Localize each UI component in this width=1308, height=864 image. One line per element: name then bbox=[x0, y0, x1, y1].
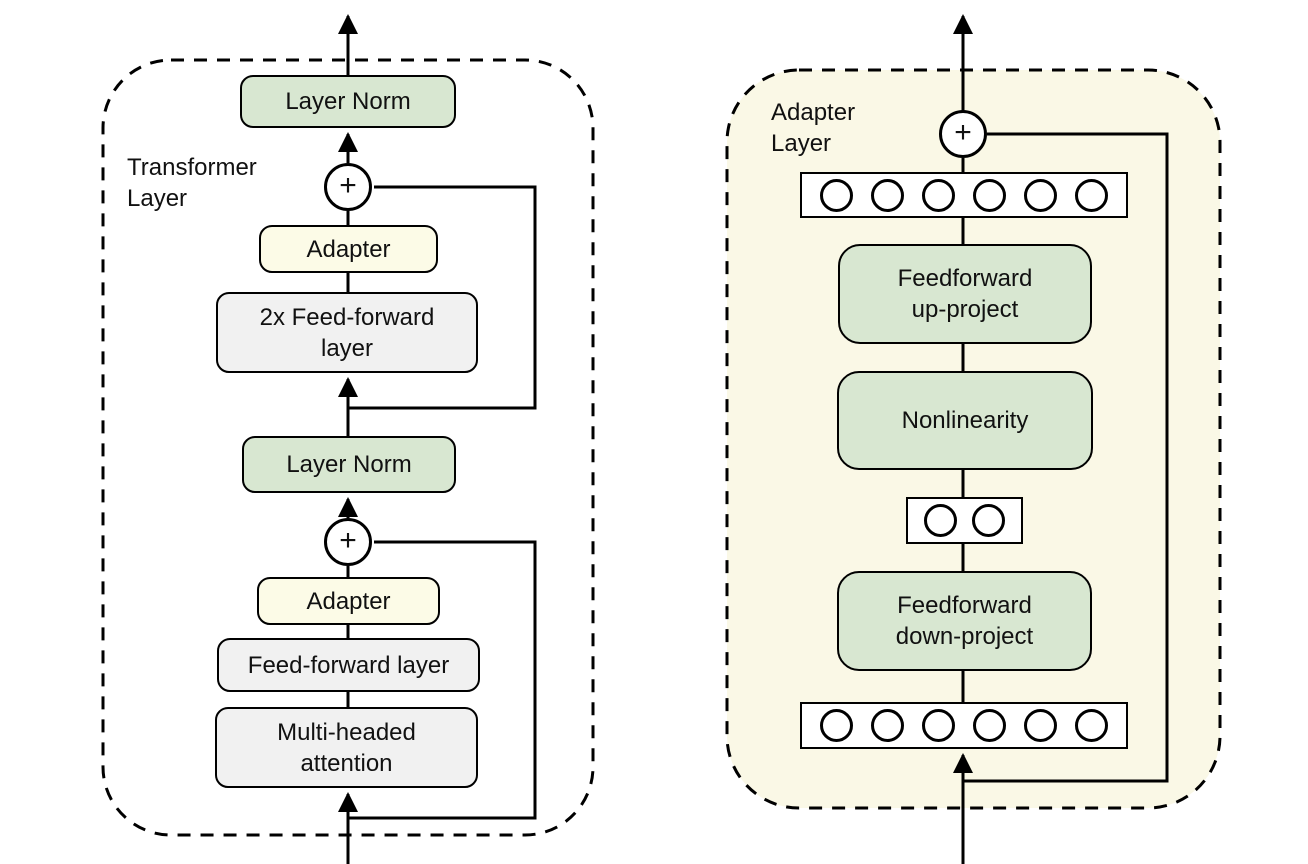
skip-connection-lower-left bbox=[348, 540, 537, 820]
plus-icon: + bbox=[339, 169, 357, 202]
add-node-upper-left: + bbox=[324, 163, 372, 211]
feature-node-circle bbox=[973, 178, 1006, 212]
feedforward-down-project-box: Feedforward down-project bbox=[837, 571, 1092, 671]
feature-node-circle bbox=[1075, 709, 1108, 742]
feedforward-up-project-box: Feedforward up-project bbox=[838, 244, 1092, 344]
adapter-bottom-box: Adapter bbox=[257, 577, 440, 625]
feature-node-circle bbox=[1075, 178, 1108, 212]
feature-node-circle bbox=[972, 504, 1006, 537]
feature-node-circle bbox=[922, 178, 955, 212]
feature-node-circle bbox=[1024, 178, 1057, 212]
feature-node-circle bbox=[922, 709, 955, 742]
feature-node-circle bbox=[973, 709, 1006, 742]
multi-headed-attention-box: Multi-headed attention bbox=[215, 707, 478, 788]
skip-connection-upper-left bbox=[348, 185, 537, 410]
layer-norm-top-box: Layer Norm bbox=[240, 75, 456, 128]
feature-node-circle bbox=[871, 178, 904, 212]
feature-row-top bbox=[800, 172, 1128, 218]
bottleneck-row bbox=[906, 497, 1023, 544]
plus-icon: + bbox=[954, 116, 972, 149]
feature-row-bottom bbox=[800, 702, 1128, 749]
layer-norm-bottom-box: Layer Norm bbox=[242, 436, 456, 493]
adapter-top-box: Adapter bbox=[259, 225, 438, 273]
plus-icon: + bbox=[339, 524, 357, 557]
feedforward-2x-box: 2x Feed-forward layer bbox=[216, 292, 478, 373]
add-node-adapter: + bbox=[939, 110, 987, 158]
nonlinearity-box: Nonlinearity bbox=[837, 371, 1093, 470]
feature-node-circle bbox=[923, 504, 957, 537]
feature-node-circle bbox=[820, 178, 853, 212]
adapter-layer-label: Adapter Layer bbox=[771, 99, 856, 157]
transformer-layer-label: Transformer Layer bbox=[127, 154, 257, 212]
add-node-lower-left: + bbox=[324, 518, 372, 566]
skip-connection-adapter bbox=[963, 132, 1169, 783]
feature-node-circle bbox=[1024, 709, 1057, 742]
feature-node-circle bbox=[820, 709, 853, 742]
feedforward-layer-box: Feed-forward layer bbox=[217, 638, 480, 692]
feature-node-circle bbox=[871, 709, 904, 742]
